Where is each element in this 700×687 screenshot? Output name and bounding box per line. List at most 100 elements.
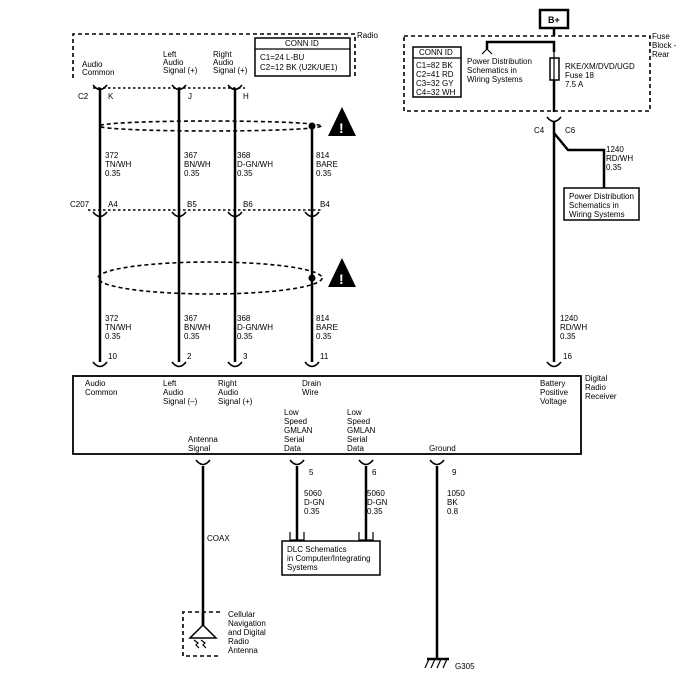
receiver-pin: 9: [452, 468, 457, 477]
radio-pin-label: Audio: [82, 60, 103, 69]
radio-pin-label: Signal (+): [213, 66, 248, 75]
radio-pin-label: Signal (+): [163, 66, 198, 75]
digital-radio-receiver: Digital Radio Receiver Audio Common Left…: [72, 374, 617, 455]
wire-color: TN/WH: [105, 160, 131, 169]
receiver-pin-label: Ground: [429, 444, 456, 453]
shield-ellipse-lower: [97, 261, 323, 295]
wire-color: D-GN/WH: [237, 160, 273, 169]
receiver-title: Receiver: [585, 392, 617, 401]
receiver-pin-label: Left: [163, 379, 177, 388]
antenna-label: Radio: [228, 637, 249, 646]
c207-label: C207: [70, 200, 90, 209]
drain-splice-dot: [308, 274, 316, 282]
receiver-pin-label: Audio: [85, 379, 106, 388]
fuse-block-title: Rear: [652, 50, 670, 59]
ground-icon: [424, 657, 449, 669]
wire-circuit: 814: [316, 314, 330, 323]
radio-conn-id-box: [254, 37, 351, 77]
fuse-conn-id-row: C3=32 GY: [416, 79, 454, 88]
c207-pin: B5: [187, 200, 197, 209]
receiver-pin: 10: [108, 352, 117, 361]
receiver-pin-label: Drain: [302, 379, 321, 388]
radio-outline: [72, 33, 356, 78]
fuse-conn-id-row: C2=41 RD: [416, 70, 454, 79]
receiver-pin-label: Signal (–): [163, 397, 198, 406]
receiver-pin: 6: [372, 468, 377, 477]
svg-text:!: !: [339, 120, 344, 136]
receiver-pin: 5: [309, 468, 314, 477]
splice-branch: 1240 RD/WH 0.35 Power Distribution Schem…: [552, 121, 640, 362]
wire-circuit: 368: [237, 314, 251, 323]
receiver-pin-label: Speed: [284, 417, 307, 426]
fuse-block-title: Fuse: [652, 32, 670, 41]
receiver-pin-label: Positive: [540, 388, 569, 397]
fuse-block-title: Block -: [652, 41, 677, 50]
wire-gauge: 0.35: [606, 163, 622, 172]
receiver-pin-label: Signal (+): [218, 397, 253, 406]
radio-pin-label: Right: [213, 50, 232, 59]
fuse-block-outline: [403, 35, 651, 112]
power-dist-text: Wiring Systems: [569, 210, 625, 219]
wire-color: RD/WH: [560, 323, 587, 332]
radio-pin-id: H: [243, 92, 249, 101]
dlc-text: Systems: [287, 563, 318, 572]
shield-ellipse-upper: [98, 120, 322, 132]
antenna-label: Antenna: [228, 646, 258, 655]
wire-gauge: 0.35: [184, 169, 200, 178]
connector-cap: [546, 116, 562, 123]
receiver-outline: [72, 375, 582, 455]
wire-gauge: 0.35: [237, 332, 253, 341]
fuse-block-component: B+ Fuse Block - Rear CONN ID C1=82 BK C2…: [403, 8, 677, 135]
dlc-text: in Computer/Integrating: [287, 554, 371, 563]
radio-pin-id: K: [108, 92, 114, 101]
receiver-pin-label: Signal: [188, 444, 210, 453]
receiver-pin: 3: [243, 352, 248, 361]
receiver-pin-label: Voltage: [540, 397, 567, 406]
warning-icon: !: [328, 258, 356, 287]
battery-badge-label: B+: [548, 15, 560, 25]
antenna-icon: [188, 623, 218, 639]
power-dist-text: Power Distribution: [569, 192, 634, 201]
fuse-power-dist-text: Schematics in: [467, 66, 517, 75]
power-dist-box: [563, 187, 640, 221]
radio-pin-id: J: [188, 92, 192, 101]
radio-title: Radio: [357, 31, 378, 40]
wire-gauge: 0.35: [105, 169, 121, 178]
radio-pin-label: Common: [82, 68, 114, 77]
fuse-power-dist-text: Power Distribution: [467, 57, 532, 66]
receiver-pin-label: Serial: [284, 435, 305, 444]
receiver-pin-label: GMLAN: [284, 426, 313, 435]
wire-circuit: 5060: [367, 489, 385, 498]
wire-circuit: 814: [316, 151, 330, 160]
receiver-pin-label: GMLAN: [347, 426, 376, 435]
fuse-conn-id-box: [412, 46, 462, 98]
radio-pin-label: Audio: [163, 58, 184, 67]
receiver-pin-label: Common: [85, 388, 117, 397]
dlc-text: DLC Schematics: [287, 545, 347, 554]
antenna-label: Navigation: [228, 619, 266, 628]
wire-color: TN/WH: [105, 323, 131, 332]
radio-connector-label: C2: [78, 92, 89, 101]
receiver-pin-label: Low: [347, 408, 362, 417]
fuse-conn-id-row: C1=82 BK: [416, 61, 453, 70]
fuse-conn-id-row: C4=32 WH: [416, 88, 456, 97]
wire-color: BK: [447, 498, 458, 507]
radio-conn-id-header: CONN ID: [285, 39, 319, 48]
c207-pin: B4: [320, 200, 330, 209]
fuse-power-dist-text: Wiring Systems: [467, 75, 523, 84]
wire-circuit: 367: [184, 314, 198, 323]
receiver-pin: 2: [187, 352, 192, 361]
coax-label: COAX: [207, 534, 230, 543]
radio-conn-id-row: C1=24 L-BU: [260, 53, 304, 62]
wire-gauge: 0.8: [447, 507, 459, 516]
radio-conn-id-row: C2=12 BK (U2K/UE1): [260, 63, 338, 72]
wire-circuit: 368: [237, 151, 251, 160]
receiver-pin-label: Battery: [540, 379, 565, 388]
wire-gauge: 0.35: [367, 507, 383, 516]
receiver-pin: 11: [320, 352, 329, 361]
receiver-pin-label: Data: [284, 444, 301, 453]
ground-label: G305: [455, 662, 475, 671]
wire-circuit: 372: [105, 314, 119, 323]
antenna-component: Cellular Navigation and Digital Radio An…: [182, 610, 266, 657]
c207-pin: B6: [243, 200, 253, 209]
